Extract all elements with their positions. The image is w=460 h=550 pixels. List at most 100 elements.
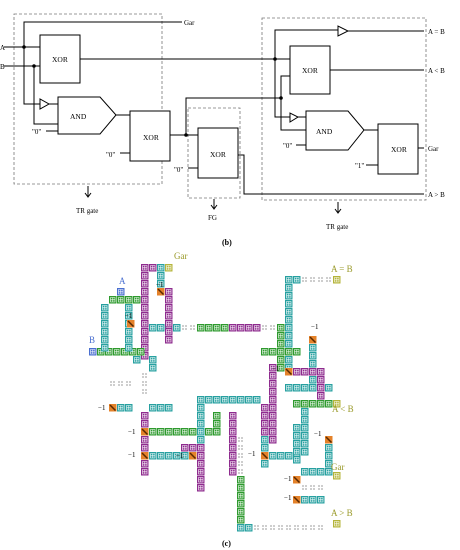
qca-a-gt-b: A > B: [331, 508, 353, 518]
qca-crossover-dot: [310, 280, 312, 282]
and-gate-2: [305, 110, 365, 151]
qca-cell-dots: [326, 461, 332, 467]
qca-cell-dots: [142, 313, 148, 319]
qca-cell-dots: [130, 349, 136, 355]
qca-cell-dots: [286, 317, 292, 323]
qca-cell-dots: [198, 437, 204, 443]
qca-cell-dots: [230, 421, 236, 427]
qca-cell-dots: [270, 429, 276, 435]
xor-gate-5: [377, 123, 419, 175]
qca-crossover-dot: [321, 528, 323, 530]
a-lt-b-output: A < B: [428, 67, 445, 75]
qca-cell-dots: [318, 497, 324, 503]
qca-crossover-dot: [262, 325, 264, 327]
qca-cell-dots: [166, 329, 172, 335]
qca-crossover-dot: [190, 328, 192, 330]
qca-cell-dots: [294, 441, 300, 447]
qca-cell-dots: [334, 401, 340, 407]
qca-crossover-dot: [326, 277, 328, 279]
qca-crossover-dot: [273, 328, 275, 330]
qca-cell-dots: [238, 493, 244, 499]
qca-crossover-dot: [142, 392, 144, 394]
qca-crossover-dot: [257, 528, 259, 530]
qca-cell-dots: [198, 445, 204, 451]
qca-cell-dots: [294, 369, 300, 375]
qca-cell-dots: [318, 401, 324, 407]
qca-cell-dots: [166, 337, 172, 343]
qca-cell-dots: [150, 429, 156, 435]
qca-crossover-dot: [310, 485, 312, 487]
qca-cell-dots: [142, 297, 148, 303]
qca-cell-dots: [142, 265, 148, 271]
qca-cell-dots: [150, 453, 156, 459]
qca-crossover-dot: [302, 280, 304, 282]
qca-crossover-dot: [294, 525, 296, 527]
qca-cell-dots: [278, 357, 284, 363]
qca-crossover-dot: [257, 525, 259, 527]
const-one: "1": [355, 162, 364, 170]
qca-cell-dots: [158, 273, 164, 279]
qca-cell-dots: [214, 397, 220, 403]
not-gate-3: [289, 112, 300, 123]
qca-crossover-dot: [241, 453, 243, 455]
qca-cell-dots: [270, 365, 276, 371]
qca-cell-dots: [198, 325, 204, 331]
qca-crossover-dot: [278, 525, 280, 527]
qca-crossover-dot: [286, 525, 288, 527]
qca-cell-dots: [246, 525, 252, 531]
xor-gate-4-label: XOR: [302, 66, 318, 75]
qca-crossover-dot: [273, 528, 275, 530]
qca-crossover-dot: [265, 328, 267, 330]
qca-cell-dots: [126, 297, 132, 303]
qca-cell-dots: [158, 429, 164, 435]
qca-cell-dots: [102, 329, 108, 335]
qca-cell-dots: [206, 397, 212, 403]
qca-cell-dots: [238, 517, 244, 523]
qca-cell-dots: [126, 305, 132, 311]
xor-gate-3: [197, 127, 239, 179]
qca-cell-dots: [318, 377, 324, 383]
qca-crossover-dot: [313, 525, 315, 527]
qca-cell-dots: [310, 377, 316, 383]
qca-crossover-dot: [297, 528, 299, 530]
qca-cell-dots: [294, 385, 300, 391]
qca-cell-dots: [138, 349, 144, 355]
qca-fixed-cell-mark: [141, 452, 149, 460]
xor-gate-1: [39, 34, 81, 84]
qca-crossover-dot: [145, 376, 147, 378]
qca-crossover-dot: [190, 325, 192, 327]
qca-crossover-dot: [270, 325, 272, 327]
qca-crossover-dot: [238, 469, 240, 471]
fg-label: FG: [208, 214, 217, 222]
qca-cell-dots: [166, 305, 172, 311]
qca-crossover-dot: [241, 448, 243, 450]
qca-crossover-dot: [126, 384, 128, 386]
qca-crossover-dot: [241, 445, 243, 447]
qca-crossover-dot: [313, 280, 315, 282]
tr-gate-label-left: TR gate: [76, 207, 98, 215]
qca-cell-dots: [166, 321, 172, 327]
not-gate-1: [39, 98, 51, 110]
qca-cell-dots: [286, 301, 292, 307]
qca-crossover-dot: [310, 525, 312, 527]
qca-crossover-dot: [321, 525, 323, 527]
xor-gate-2-label: XOR: [143, 133, 159, 142]
qca-crossover-dot: [193, 325, 195, 327]
qca-cell-dots: [158, 265, 164, 271]
qca-cell-dots: [270, 397, 276, 403]
qca-crossover-dot: [238, 472, 240, 474]
qca-cell-dots: [222, 325, 228, 331]
qca-crossover-dot: [270, 528, 272, 530]
qca-crossover-dot: [265, 525, 267, 527]
qca-cell-dots: [246, 397, 252, 403]
qca-cell-dots: [270, 405, 276, 411]
qca-crossover-dot: [305, 485, 307, 487]
gar-output-2: Gar: [428, 145, 439, 153]
qca-fixed-minus1-11: −1: [284, 475, 292, 483]
qca-fixed-cell-mark: [189, 452, 197, 460]
qca-cell-dots: [294, 277, 300, 283]
qca-crossover-dot: [118, 381, 120, 383]
qca-crossover-dot: [281, 528, 283, 530]
gar-output-1: Gar: [184, 19, 195, 27]
qca-cell-dots: [254, 325, 260, 331]
